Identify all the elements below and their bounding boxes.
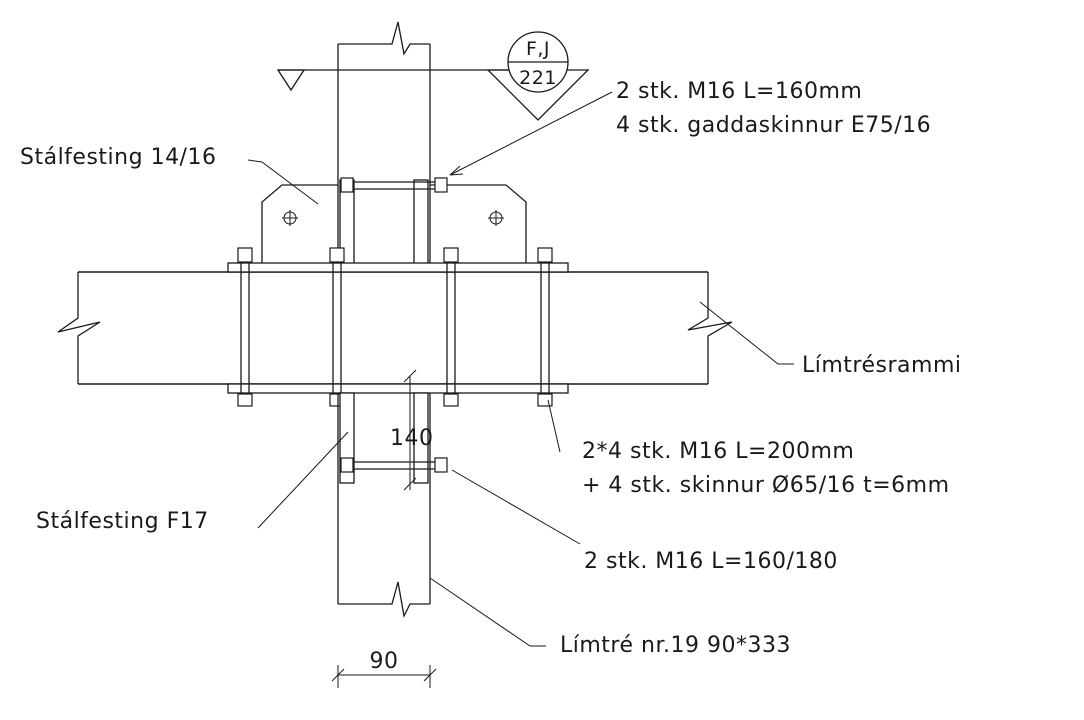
- bolt-vertical-1: [237, 247, 253, 407]
- label-bolts-mid-1: 2*4 stk. M16 L=200mm: [582, 439, 854, 464]
- label-steel-top: Stálfesting 14/16: [20, 145, 216, 170]
- glulam-beam: [57, 262, 733, 394]
- dimension-140-text: 140: [390, 426, 434, 451]
- bolt-vertical-2: [329, 247, 345, 407]
- level-marker: [276, 69, 538, 92]
- section-marker: F,J 221: [486, 31, 590, 121]
- dimension-140: 140: [390, 369, 434, 491]
- label-glulam-frame: Límtrésrammi: [802, 353, 961, 378]
- bolt-lower-horizontal: [340, 457, 448, 473]
- bolt-upper-horizontal: [340, 177, 448, 193]
- bolt-vertical-3: [443, 247, 459, 407]
- label-glulam-column: Límtré nr.19 90*333: [560, 633, 791, 658]
- section-marker-top: F,J: [526, 38, 550, 60]
- label-bolts-top-1: 2 stk. M16 L=160mm: [616, 79, 862, 104]
- dimension-90-text: 90: [370, 649, 399, 674]
- steel-plate-top: [261, 179, 527, 271]
- label-steel-bottom: Stálfesting F17: [36, 509, 209, 534]
- upper-column: [337, 21, 431, 270]
- label-bolts-mid-2: + 4 stk. skinnur Ø65/16 t=6mm: [582, 473, 950, 498]
- label-bolts-bottom: 2 stk. M16 L=160/180: [584, 549, 838, 574]
- section-marker-bottom: 221: [519, 67, 557, 89]
- labels: 2 stk. M16 L=160mm 4 stk. gaddaskinnur E…: [20, 79, 961, 658]
- leader-lines: [247, 91, 794, 647]
- bolts-vertical: [237, 247, 553, 407]
- label-bolts-top-2: 4 stk. gaddaskinnur E75/16: [616, 113, 931, 138]
- dimension-90: 90: [331, 649, 437, 688]
